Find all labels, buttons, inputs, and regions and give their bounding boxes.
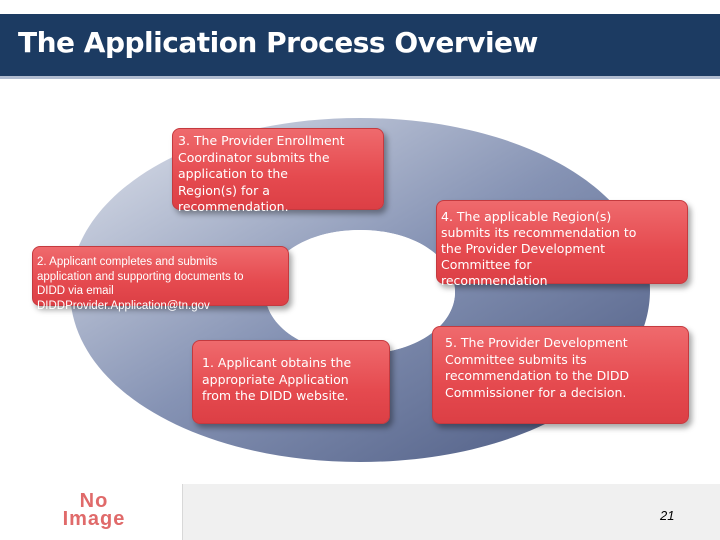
step-1-text: 1. Applicant obtains the appropriate App… — [202, 355, 352, 403]
image-placeholder: No Image — [0, 484, 183, 540]
step-4-box: 4. The applicable Region(s) submits its … — [436, 200, 688, 288]
step-2-box: 2. Applicant completes and submits appli… — [32, 246, 289, 312]
step-3-box: 3. The Provider Enrollment Coordinator s… — [172, 128, 384, 214]
step-2-text: 2. Applicant completes and submits appli… — [37, 256, 244, 312]
page-number: 21 — [660, 508, 675, 523]
title-bar: The Application Process Overview — [0, 14, 720, 79]
step-3-text: 3. The Provider Enrollment Coordinator s… — [178, 133, 345, 214]
step-1-box: 1. Applicant obtains the appropriate App… — [192, 340, 390, 424]
step-5-box: 5. The Provider Development Committee su… — [432, 326, 689, 424]
no-image-text: No Image — [62, 490, 126, 530]
step-4-text: 4. The applicable Region(s) submits its … — [441, 209, 637, 288]
slide-title: The Application Process Overview — [18, 26, 538, 59]
step-5-text: 5. The Provider Development Committee su… — [445, 335, 630, 400]
